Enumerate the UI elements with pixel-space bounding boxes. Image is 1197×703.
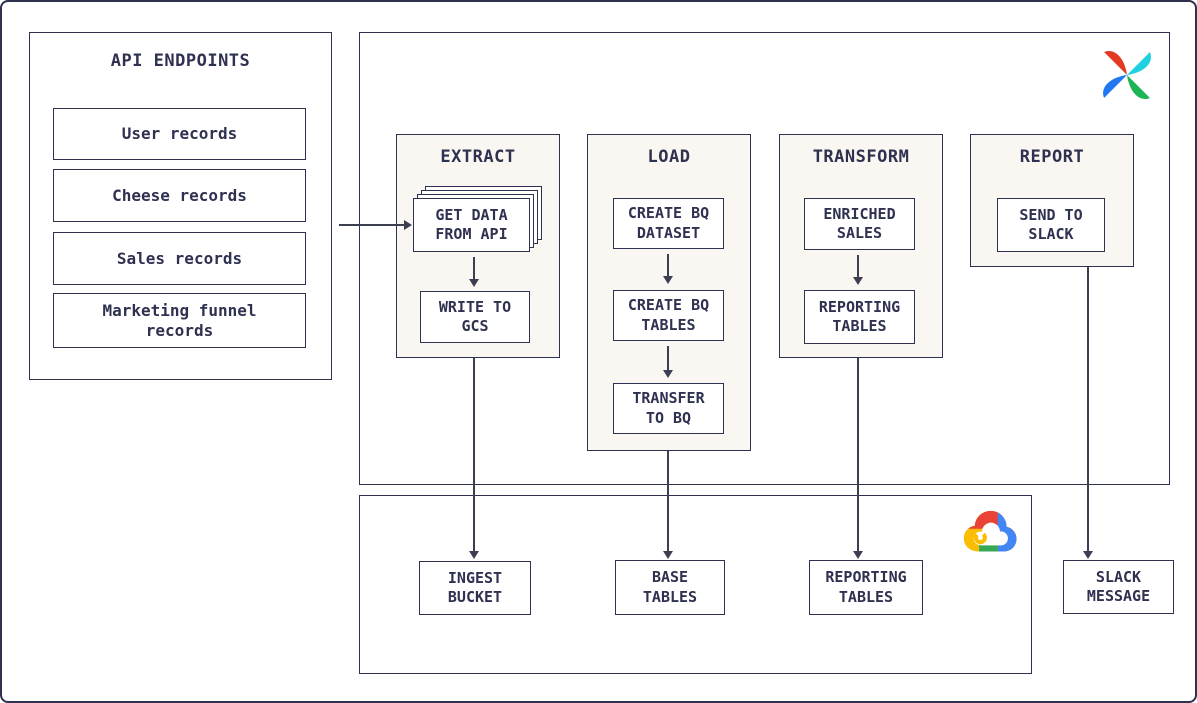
api-item-marketing-funnel-records: Marketing funnel records bbox=[53, 293, 306, 348]
step-write-to-gcs: WRITE TO GCS bbox=[420, 291, 530, 343]
get-data-from-api-stack: GET DATA FROM API bbox=[413, 186, 542, 252]
load-title: LOAD bbox=[647, 147, 691, 167]
arrow-extract-step-head bbox=[469, 279, 479, 287]
report-title: REPORT bbox=[1019, 147, 1085, 167]
arrow-transform-to-reporting-line bbox=[857, 358, 859, 551]
step-reporting-tables: REPORTING TABLES bbox=[804, 290, 915, 344]
api-item-cheese-records: Cheese records bbox=[53, 169, 306, 222]
slack-message-box: SLACK MESSAGE bbox=[1063, 560, 1174, 614]
arrow-load-to-base-line bbox=[667, 451, 669, 551]
google-cloud-logo-icon bbox=[963, 510, 1017, 552]
arrow-load-step2-head bbox=[663, 370, 673, 378]
arrow-extract-step-line bbox=[473, 257, 475, 279]
step-get-data-from-api: GET DATA FROM API bbox=[413, 198, 530, 252]
step-transfer-to-bq: TRANSFER TO BQ bbox=[613, 383, 724, 434]
arrow-transform-to-reporting-head bbox=[853, 551, 863, 559]
arrow-load-step1-head bbox=[663, 276, 673, 284]
arrow-api-to-extract-line bbox=[339, 224, 405, 226]
arrow-load-step1-line bbox=[667, 254, 669, 276]
arrow-load-step2-line bbox=[667, 346, 669, 370]
transform-title: TRANSFORM bbox=[812, 147, 910, 167]
step-enriched-sales: ENRICHED SALES bbox=[804, 198, 915, 250]
arrow-transform-step-line bbox=[857, 255, 859, 277]
airflow-logo-icon bbox=[1103, 51, 1151, 99]
arrow-report-to-slack-head bbox=[1083, 551, 1093, 559]
arrow-report-to-slack-line bbox=[1087, 267, 1089, 551]
extract-title: EXTRACT bbox=[440, 147, 516, 167]
arrow-load-to-base-head bbox=[663, 551, 673, 559]
cloud-item-ingest-bucket: INGEST BUCKET bbox=[419, 561, 531, 615]
arrow-api-to-extract-head bbox=[404, 220, 412, 230]
step-create-bq-tables: CREATE BQ TABLES bbox=[613, 290, 724, 341]
step-send-to-slack: SEND TO SLACK bbox=[997, 198, 1105, 252]
step-create-bq-dataset: CREATE BQ DATASET bbox=[613, 198, 724, 249]
api-item-sales-records: Sales records bbox=[53, 232, 306, 285]
arrow-extract-to-ingest-line bbox=[473, 358, 475, 551]
cloud-item-base-tables: BASE TABLES bbox=[615, 560, 725, 615]
arrow-transform-step-head bbox=[853, 277, 863, 285]
api-endpoints-title: API ENDPOINTS bbox=[110, 51, 251, 71]
api-item-user-records: User records bbox=[53, 108, 306, 160]
cloud-item-reporting-tables: REPORTING TABLES bbox=[809, 560, 923, 615]
arrow-extract-to-ingest-head bbox=[469, 551, 479, 559]
